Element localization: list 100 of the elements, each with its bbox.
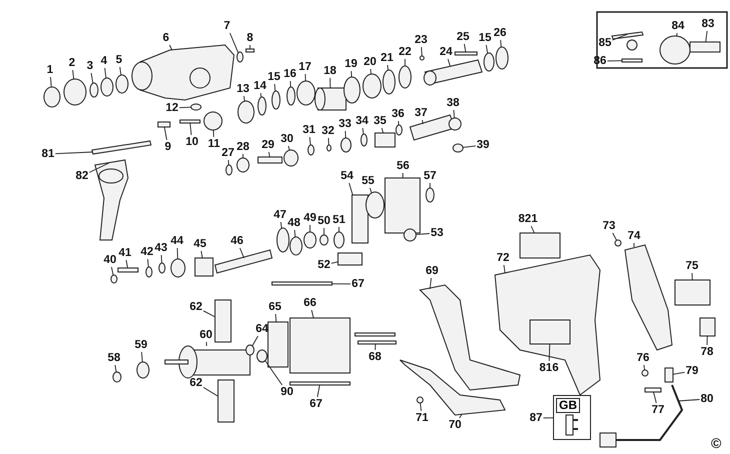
ring-part (136, 362, 150, 378)
leader-line (202, 386, 218, 397)
callout-number: 31 (302, 124, 316, 136)
callout-number: 1 (46, 64, 54, 76)
callout-number: 20 (364, 56, 376, 68)
callout-number: 83 (702, 18, 714, 30)
leader-line (229, 32, 239, 54)
leader-line (126, 260, 128, 268)
leader-line (416, 233, 430, 236)
leader-line (344, 130, 346, 138)
callout-number: 15 (478, 32, 492, 44)
part-block (290, 318, 350, 374)
callout-number: 32 (322, 125, 334, 137)
part-block (214, 300, 232, 342)
leader-line (114, 364, 117, 373)
leader-line (692, 272, 693, 280)
leader-line (260, 92, 262, 98)
leader-line (176, 248, 178, 260)
leader-line (464, 44, 466, 52)
leader-line (606, 60, 622, 62)
callout-number: 82 (76, 170, 88, 182)
callout-number: 18 (324, 65, 336, 77)
callout-number: 72 (496, 252, 510, 264)
callout-number: 39 (476, 139, 490, 151)
ring-part (296, 80, 316, 106)
callout-number: 62 (190, 301, 202, 313)
leader-line (705, 30, 708, 42)
callout-number: 65 (268, 301, 282, 313)
part-block (384, 178, 420, 234)
callout-number: 21 (380, 52, 394, 64)
callout-number: 6 (162, 32, 170, 44)
callout-number: 30 (280, 133, 294, 145)
part-block (374, 132, 396, 148)
leader-line (178, 106, 192, 108)
part-block (91, 140, 152, 155)
leader-line (486, 44, 488, 54)
ring-part (246, 344, 254, 356)
ring-part (204, 112, 222, 130)
callout-number: 74 (628, 230, 640, 242)
part-block (290, 382, 350, 386)
callout-number: 46 (230, 235, 244, 247)
leader-line (381, 128, 384, 134)
leader-line (398, 120, 400, 126)
callout-number: 67 (310, 398, 322, 410)
ring-part (452, 144, 464, 152)
leader-line (239, 248, 244, 258)
part-block (338, 252, 362, 266)
callout-number: 68 (368, 351, 382, 363)
callout-number: 26 (494, 27, 506, 39)
leader-line (104, 68, 106, 79)
ring-part (90, 82, 98, 98)
part-block (314, 88, 346, 110)
leader-line (268, 152, 270, 158)
callout-number: 9 (164, 141, 172, 153)
leader-line (370, 188, 372, 194)
part-block (622, 58, 642, 62)
part-block (352, 194, 368, 244)
ring-part (426, 188, 434, 202)
callout-number: 34 (356, 115, 368, 127)
callout-number: 54 (340, 170, 354, 182)
ring-part (170, 258, 186, 278)
callout-number: 35 (374, 115, 386, 127)
leader-line (500, 40, 502, 48)
leader-line (54, 152, 94, 154)
part-block (194, 258, 214, 276)
callout-number: 816 (539, 362, 559, 374)
callout-number: 79 (686, 365, 698, 377)
leader-line (643, 364, 646, 370)
leader-line (309, 136, 311, 146)
leader-line (169, 44, 172, 50)
leader-line (294, 230, 296, 238)
ring-part (190, 104, 202, 110)
leader-line (338, 226, 340, 232)
leader-line (612, 34, 628, 41)
leader-line (119, 66, 122, 76)
part-block (214, 249, 273, 274)
leader-line (206, 342, 208, 346)
ring-part (110, 274, 118, 284)
part-block (354, 332, 396, 344)
callout-number: 77 (652, 404, 664, 416)
callout-number: 85 (598, 37, 612, 49)
leader-line (348, 182, 354, 196)
leader-line (212, 130, 214, 138)
callout-number: 5 (116, 54, 122, 66)
callout-number: 67 (352, 278, 364, 290)
part-drawing (94, 159, 129, 240)
ring-part (146, 266, 152, 278)
leader-line (330, 78, 331, 88)
callout-number: 66 (304, 297, 316, 309)
callout-number: 81 (42, 148, 54, 160)
leader-line (147, 258, 149, 268)
leader-line (264, 360, 283, 386)
ring-part (642, 370, 648, 376)
callout-number: 16 (284, 68, 296, 80)
ring-part (404, 228, 416, 242)
callout-number: 7 (224, 20, 230, 32)
ring-part (284, 150, 298, 166)
leader-line (374, 344, 376, 350)
callout-number: 55 (362, 175, 374, 187)
leader-line (453, 110, 455, 118)
